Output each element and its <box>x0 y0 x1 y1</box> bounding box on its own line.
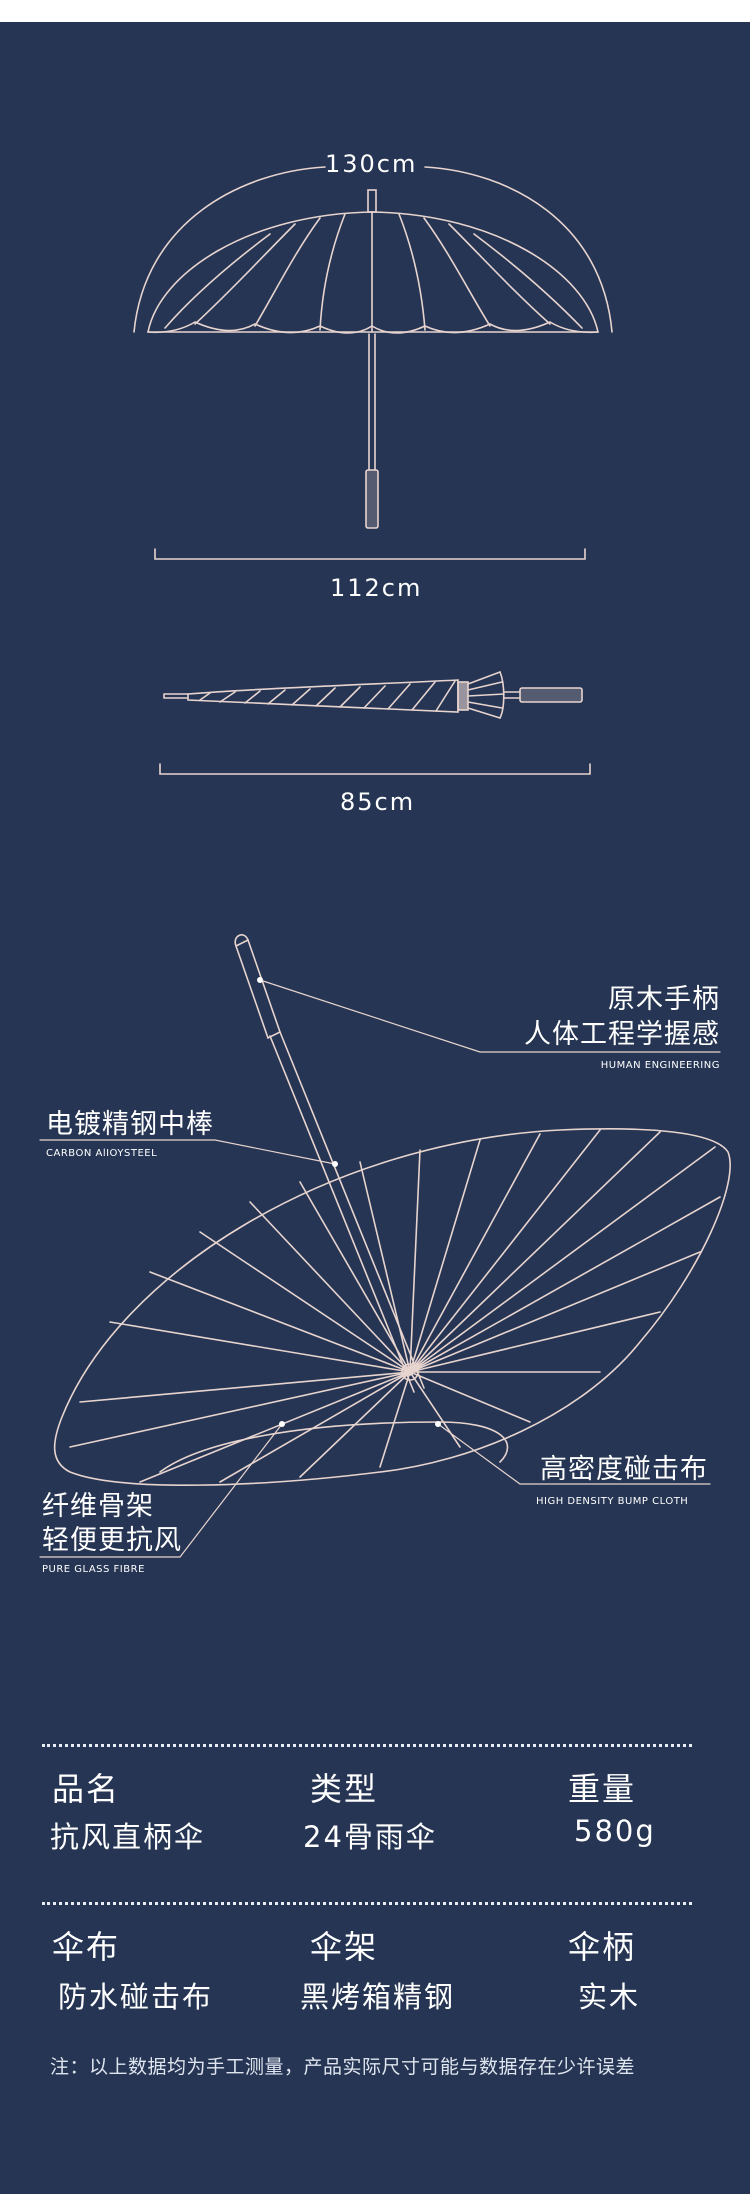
ribs-label-en: PURE GLASS FIBRE <box>42 1564 145 1575</box>
spec-handle-value: 实木 <box>578 1980 641 2014</box>
closed-length-bracket <box>159 763 591 775</box>
shaft-callout-line <box>39 1139 336 1165</box>
spec-frame-title: 伞架 <box>310 1928 379 1966</box>
umbrella-illustrations <box>39 166 731 1558</box>
open-height-bracket <box>154 548 586 560</box>
product-detail-panel: 130cm 112cm 85cm 原木手柄 人体工程学握感 HUMAN ENGI… <box>0 22 750 2194</box>
open-height-label: 112cm <box>330 574 423 602</box>
canopy-callout-line <box>437 1423 711 1485</box>
measurement-note: 注：以上数据均为手工测量，产品实际尺寸可能与数据存在少许误差 <box>50 2056 636 2078</box>
canopy-label-en: HIGH DENSITY BUMP CLOTH <box>536 1496 689 1507</box>
spec-frame-value: 黑烤箱精钢 <box>300 1980 456 2014</box>
spec-name-value: 抗风直柄伞 <box>50 1820 206 1854</box>
spec-weight-title: 重量 <box>568 1770 637 1808</box>
handle-label-line1: 原木手柄 <box>608 984 720 1015</box>
canopy-label: 高密度碰击布 <box>540 1454 708 1485</box>
spec-type-title: 类型 <box>310 1770 379 1808</box>
shaft-label-en: CARBON AlIOYSTEEL <box>46 1148 158 1159</box>
shaft-label: 电镀精钢中棒 <box>46 1109 214 1140</box>
spec-type-value: 24骨雨伞 <box>303 1820 437 1854</box>
open-handle <box>365 469 379 529</box>
large-umbrella <box>53 934 731 1486</box>
ribs-label-line1: 纤维骨架 <box>42 1491 154 1522</box>
spec-fabric-value: 防水碰击布 <box>58 1980 214 2014</box>
spec-weight-value: 580g <box>574 1814 656 1848</box>
ribs-label-line2: 轻便更抗风 <box>42 1525 182 1556</box>
handle-label-line2: 人体工程学握感 <box>524 1019 720 1050</box>
handle-callout-line <box>259 979 721 1053</box>
spec-handle-title: 伞柄 <box>568 1928 637 1966</box>
spec-divider-middle <box>42 1902 692 1905</box>
spec-fabric-title: 伞布 <box>52 1928 121 1966</box>
open-shaft <box>368 333 376 471</box>
closed-umbrella <box>163 671 583 719</box>
handle-label-en: HUMAN ENGINEERING <box>600 1060 720 1071</box>
closed-length-label: 85cm <box>340 788 416 816</box>
spec-name-title: 品名 <box>52 1770 121 1808</box>
spec-divider-top <box>42 1744 692 1747</box>
ribs-callout-line <box>39 1423 283 1558</box>
open-width-arc <box>133 166 326 333</box>
open-canopy-outline <box>147 211 599 333</box>
open-width-label: 130cm <box>325 150 418 178</box>
